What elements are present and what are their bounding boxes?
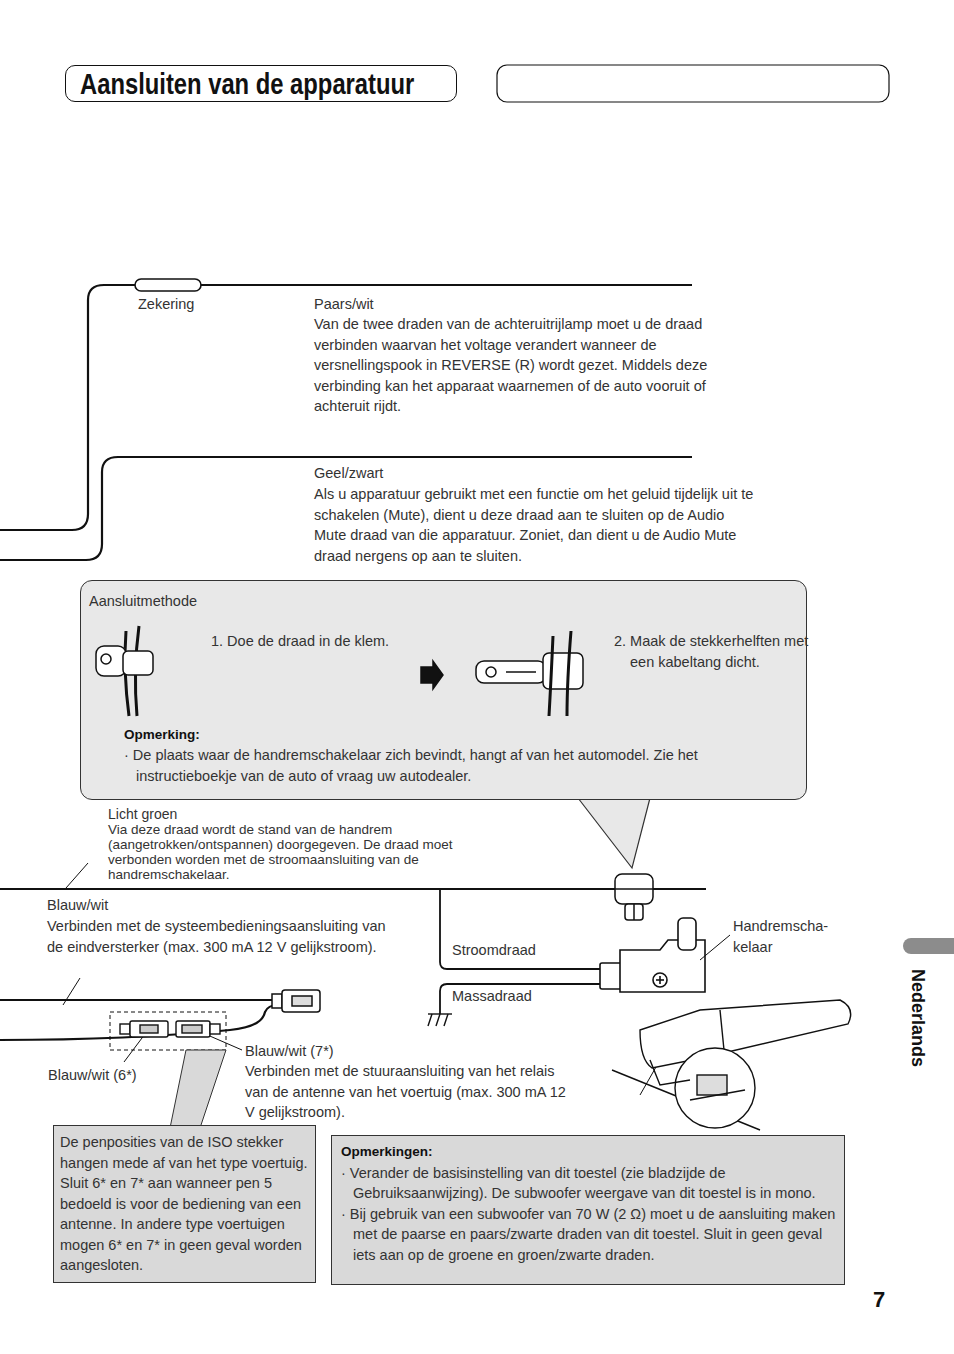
iso-note-box: De penposities van de ISO stekker hangen… (53, 1125, 316, 1283)
wires (0, 65, 889, 1040)
drawing-part (600, 963, 622, 989)
iso-connector (272, 990, 320, 1012)
drawing-part (567, 631, 571, 716)
drawing-part (675, 1048, 755, 1128)
remarks-box: Opmerkingen:· Verander de basisinstellin… (331, 1135, 845, 1285)
drawing-part (506, 671, 536, 673)
wire-name: Massadraad (450, 986, 534, 1007)
drawing-part (210, 1024, 220, 1034)
fuse (135, 279, 201, 291)
drawing-part (640, 1000, 851, 1068)
drawing-part (476, 661, 546, 683)
drawing-part (130, 1021, 168, 1037)
note-text: · De plaats waar de handremschakelaar zi… (124, 745, 786, 786)
drawing-part (720, 1010, 724, 1050)
note-text: · Bij gebruik van een subwoofer van 70 W… (341, 1204, 836, 1266)
drawing-part (272, 994, 282, 1008)
drawing-part (444, 1014, 448, 1026)
drawing-part (120, 1024, 130, 1034)
drawing-part (440, 984, 600, 1014)
wire-color: Geel/zwart (314, 463, 383, 484)
drawing-part (543, 653, 583, 689)
callout-pointer (578, 798, 650, 868)
note-pointer (170, 1050, 226, 1128)
note-text: · Verander de basisinstelling van dit to… (341, 1163, 836, 1204)
drawing-part (182, 1025, 202, 1033)
note-heading: Opmerking: (124, 725, 200, 746)
drawing-part (697, 1075, 727, 1095)
title-box: Aansluiten van de apparatuur (65, 65, 457, 102)
drawing-part (0, 1005, 278, 1040)
handbrake-lever (612, 1000, 851, 1130)
method-panel: Aansluitmethode 1. Doe de draad in de kle… (80, 580, 807, 800)
drawing-part (678, 918, 696, 950)
language-tab (903, 938, 954, 954)
drawing-part (96, 646, 126, 676)
drawing-part (140, 1025, 158, 1033)
drawing-part (0, 999, 272, 1001)
wire-color: Blauw/wit (47, 895, 108, 916)
drawing-part (421, 661, 443, 689)
drawing-part (66, 863, 88, 888)
drawing-part (700, 935, 730, 960)
note-text: De penposities van de ISO stekker hangen… (60, 1132, 309, 1276)
drawing-part (101, 654, 111, 664)
drawing-part (650, 1060, 690, 1085)
wire-description: Als u apparatuur gebruikt met een functi… (314, 484, 754, 566)
note-heading: Opmerkingen: (341, 1142, 836, 1163)
drawing-part (282, 990, 320, 1012)
drawing-part (176, 1021, 210, 1037)
drawing-part (549, 636, 553, 716)
handbrake-switch (600, 918, 705, 992)
panel-heading: Aansluitmethode (89, 591, 197, 612)
wire-description: Verbinden met de stuuraansluiting van he… (245, 1061, 570, 1123)
drawing-part (615, 874, 653, 904)
drawing-part (440, 889, 620, 969)
wire-description: Van de twee draden van de achteruitrijla… (314, 314, 754, 417)
part-name: Handremscha- kelaar (733, 916, 843, 957)
ground-symbol (428, 1014, 452, 1026)
language-label: Nederlands (908, 969, 928, 1067)
pin-connectors (120, 1021, 220, 1037)
drawing-part (0, 888, 706, 890)
wire-name: Stroomdraad (450, 940, 538, 961)
drawing-part (659, 976, 661, 984)
drawing-part (690, 1090, 745, 1100)
step-text: 2. Maak de stekkerhelften met een kabelt… (614, 631, 810, 672)
drawing-part (497, 65, 889, 102)
drawing-part (96, 626, 583, 716)
drawing-part (436, 1014, 440, 1026)
drawing-part (625, 904, 643, 920)
step-text: 1. Doe de draad in de klem. (211, 631, 411, 652)
wire-description: Verbinden met de systeembedieningsaanslu… (47, 916, 402, 957)
wire-color: Blauw/wit (6*) (48, 1065, 137, 1086)
drawing-part (615, 888, 653, 890)
drawing-part (292, 996, 312, 1006)
drawing-part (63, 978, 80, 1005)
wire-tap-clip (615, 874, 653, 920)
drawing-part (428, 1014, 432, 1026)
drawing-part (653, 973, 667, 987)
part-name: Zekering (138, 294, 194, 315)
wire-description: Via deze draad wordt de stand van de han… (108, 822, 518, 882)
wire-color: Licht groen (108, 806, 177, 822)
leader-lines (63, 863, 730, 1095)
page-number: 7 (873, 1288, 885, 1312)
wire-color: Paars/wit (314, 294, 374, 315)
drawing-part (123, 651, 153, 675)
wire-color: Blauw/wit (7*) (245, 1041, 334, 1062)
drawing-part (633, 904, 635, 920)
drawing-part (486, 667, 496, 677)
dashed-pin-group (110, 1012, 226, 1050)
page-title: Aansluiten van de apparatuur (80, 68, 414, 100)
